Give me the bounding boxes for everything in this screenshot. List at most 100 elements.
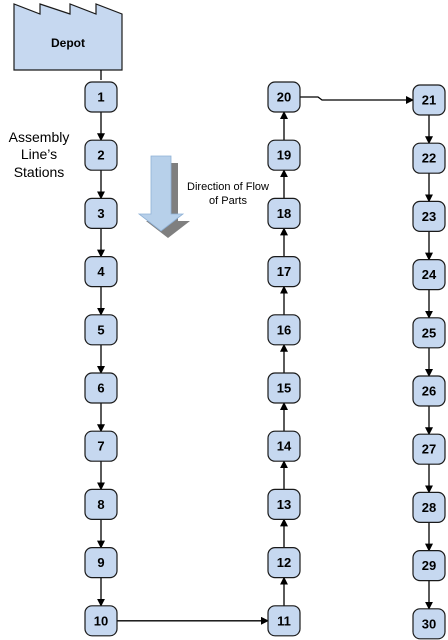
station-box [84,81,118,113]
station-4: 4 [84,256,118,288]
station-label: 3 [97,206,104,221]
depot-shape [13,3,123,71]
flow-direction-arrow-icon [137,155,190,238]
station-box [84,197,118,229]
station-box [84,139,118,171]
station-box [84,314,118,346]
station-label: 18 [277,206,291,221]
station-label: 13 [277,497,291,512]
station-box [412,375,446,407]
station-label: 9 [97,555,104,570]
station-1: 1 [84,81,118,113]
station-box [267,372,301,404]
station-9: 9 [84,546,118,579]
station-label: 22 [422,151,436,166]
station-box [267,605,301,637]
station-2: 2 [84,139,118,171]
station-label: 11 [277,613,291,628]
station-label: 4 [97,264,105,279]
station-label: 25 [422,325,436,340]
station-box [412,142,446,174]
station-label: 5 [97,322,104,337]
station-22: 22 [412,142,446,174]
station-label: 30 [422,616,436,631]
station-label: 27 [422,442,436,457]
station-box [84,430,118,462]
station-label: 12 [277,555,291,570]
station-box [412,84,446,116]
station-label: 23 [422,209,436,224]
station-box [412,200,446,232]
station-label: 29 [422,558,436,573]
station-label: 28 [422,500,436,515]
station-25: 25 [412,317,446,349]
station-13: 13 [267,488,301,520]
connectors [97,96,433,625]
station-27: 27 [412,433,446,465]
depot-label: Depot [51,36,85,50]
flow-caption-line-2: of Parts [209,195,247,207]
station-box [412,549,446,582]
station-15: 15 [267,372,301,404]
station-box [267,430,301,462]
station-box [84,546,118,579]
station-29: 29 [412,549,446,582]
station-label: 8 [97,497,104,512]
station-12: 12 [267,546,301,579]
station-19: 19 [267,139,301,171]
station-label: 7 [97,439,104,454]
station-16: 16 [267,314,301,346]
station-6: 6 [84,372,118,404]
station-box [412,433,446,465]
station-label: 2 [97,148,104,163]
station-21: 21 [412,84,446,116]
station-box [412,259,446,291]
station-label: 17 [277,264,291,279]
station-28: 28 [412,491,446,523]
station-box [267,139,301,171]
station-label: 20 [277,90,291,105]
station-18: 18 [267,197,301,229]
station-box [412,608,446,640]
depot: Depot [13,3,123,71]
caption-line-3: Stations [14,164,65,180]
station-30: 30 [412,608,446,640]
station-24: 24 [412,259,446,291]
station-box [84,488,118,520]
station-box [267,197,301,229]
station-box [267,488,301,520]
station-label: 6 [97,381,104,396]
station-label: 21 [422,93,436,108]
station-26: 26 [412,375,446,407]
flow-caption-line-1: Direction of Flow [187,181,269,193]
station-label: 19 [277,148,291,163]
station-box [267,256,301,288]
station-box [84,256,118,288]
station-label: 15 [277,381,291,396]
station-box [267,81,301,113]
station-box [412,317,446,349]
station-17: 17 [267,256,301,288]
station-label: 1 [97,90,104,105]
station-label: 16 [277,322,291,337]
station-11: 11 [267,605,301,637]
assembly-caption: Assembly Line’s Stations [9,129,70,180]
station-box [267,314,301,346]
caption-line-2: Line’s [21,146,57,162]
station-23: 23 [412,200,446,232]
station-5: 5 [84,314,118,346]
station-box [267,546,301,579]
station-label: 10 [94,613,108,628]
station-box [84,372,118,404]
station-20: 20 [267,81,301,113]
flow-arrow-body [137,155,185,232]
station-label: 14 [277,439,292,454]
station-10: 10 [84,605,118,637]
caption-line-1: Assembly [9,129,70,145]
connector-20-to-21 [300,96,414,104]
station-3: 3 [84,197,118,229]
station-14: 14 [267,430,301,462]
station-box [84,605,118,637]
